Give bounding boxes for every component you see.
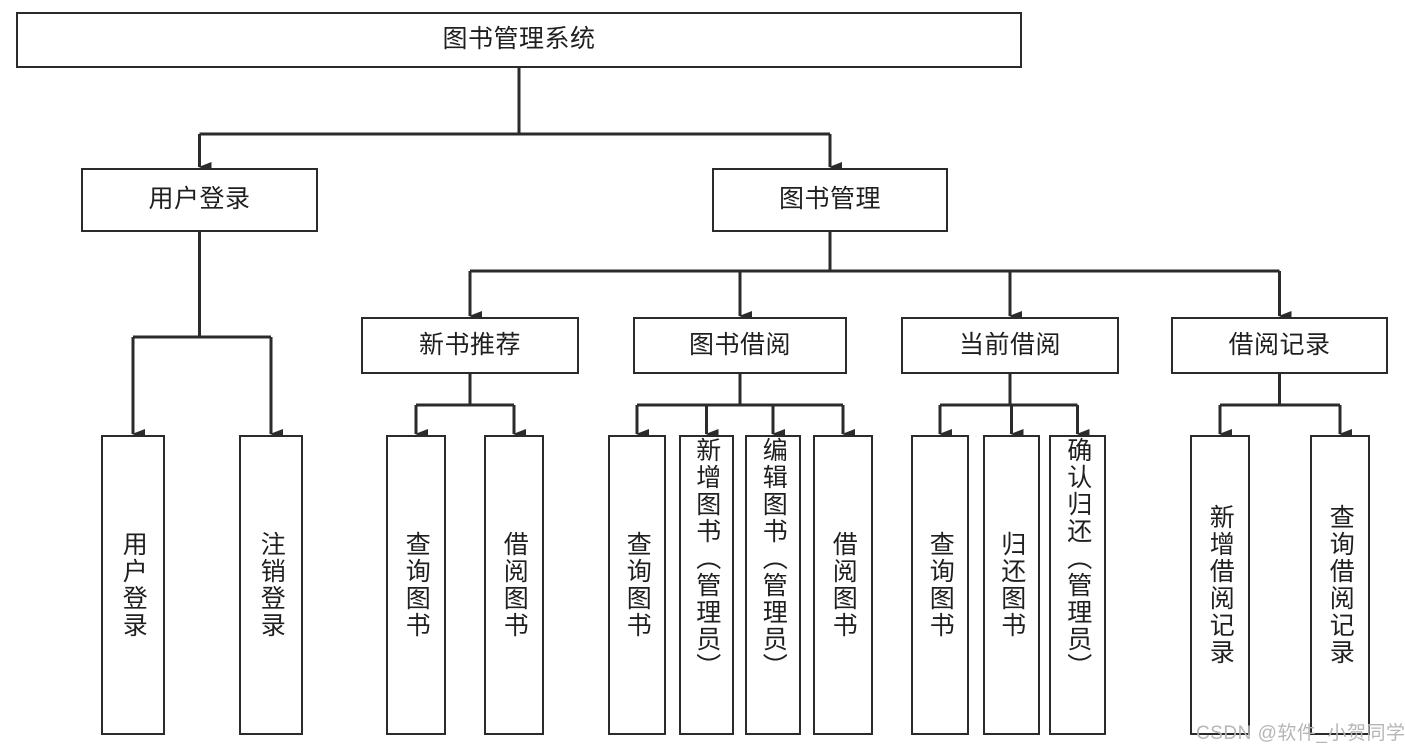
node-label: 查询图书 [623, 531, 652, 639]
node-book-management[interactable]: 图书管理 [712, 168, 948, 232]
node-label: 图书借阅 [688, 330, 791, 359]
node-label: 用户登录 [148, 185, 251, 214]
node-label: 查询借阅记录 [1326, 504, 1355, 666]
node-leaf-return-book[interactable]: 归还图书 [983, 435, 1040, 735]
node-new-book-recommend[interactable]: 新书推荐 [361, 317, 579, 374]
node-label: 新增图书（管理员） [692, 437, 721, 680]
node-label: 查询图书 [926, 531, 955, 639]
node-label: 图书管理系统 [442, 25, 596, 54]
node-label: 借阅记录 [1228, 330, 1331, 359]
node-label: 当前借阅 [958, 330, 1061, 359]
node-user-login[interactable]: 用户登录 [81, 168, 318, 232]
node-leaf-borrow-book-b[interactable]: 借阅图书 [813, 435, 873, 735]
node-label: 归还图书 [997, 531, 1026, 639]
node-leaf-user-logout[interactable]: 注销登录 [239, 435, 303, 735]
node-leaf-query-book-b[interactable]: 查询图书 [608, 435, 666, 735]
node-label: 确认归还（管理员） [1063, 437, 1092, 680]
node-root[interactable]: 图书管理系统 [16, 12, 1022, 68]
node-label: 注销登录 [257, 531, 286, 639]
node-book-borrow[interactable]: 图书借阅 [633, 317, 847, 374]
node-borrow-record[interactable]: 借阅记录 [1171, 317, 1388, 374]
node-leaf-query-book-a[interactable]: 查询图书 [386, 435, 446, 735]
watermark: CSDN @软件_小贺同学 [1196, 723, 1405, 744]
node-label: 图书管理 [778, 185, 881, 214]
node-leaf-edit-book[interactable]: 编辑图书（管理员） [745, 435, 801, 735]
node-leaf-query-borrow-record[interactable]: 查询借阅记录 [1310, 435, 1370, 735]
node-label: 借阅图书 [500, 531, 529, 639]
node-leaf-query-book-c[interactable]: 查询图书 [911, 435, 969, 735]
node-leaf-user-login[interactable]: 用户登录 [101, 435, 165, 735]
node-label: 用户登录 [119, 531, 148, 639]
node-leaf-add-borrow-record[interactable]: 新增借阅记录 [1190, 435, 1250, 735]
node-label: 编辑图书（管理员） [759, 437, 788, 680]
node-label: 新增借阅记录 [1206, 504, 1235, 666]
node-leaf-add-book[interactable]: 新增图书（管理员） [679, 435, 734, 735]
node-leaf-confirm-return[interactable]: 确认归还（管理员） [1049, 435, 1106, 735]
node-leaf-borrow-book-a[interactable]: 借阅图书 [484, 435, 544, 735]
node-label: 查询图书 [402, 531, 431, 639]
node-current-borrow[interactable]: 当前借阅 [901, 317, 1119, 374]
node-label: 新书推荐 [418, 330, 521, 359]
node-label: 借阅图书 [829, 531, 858, 639]
